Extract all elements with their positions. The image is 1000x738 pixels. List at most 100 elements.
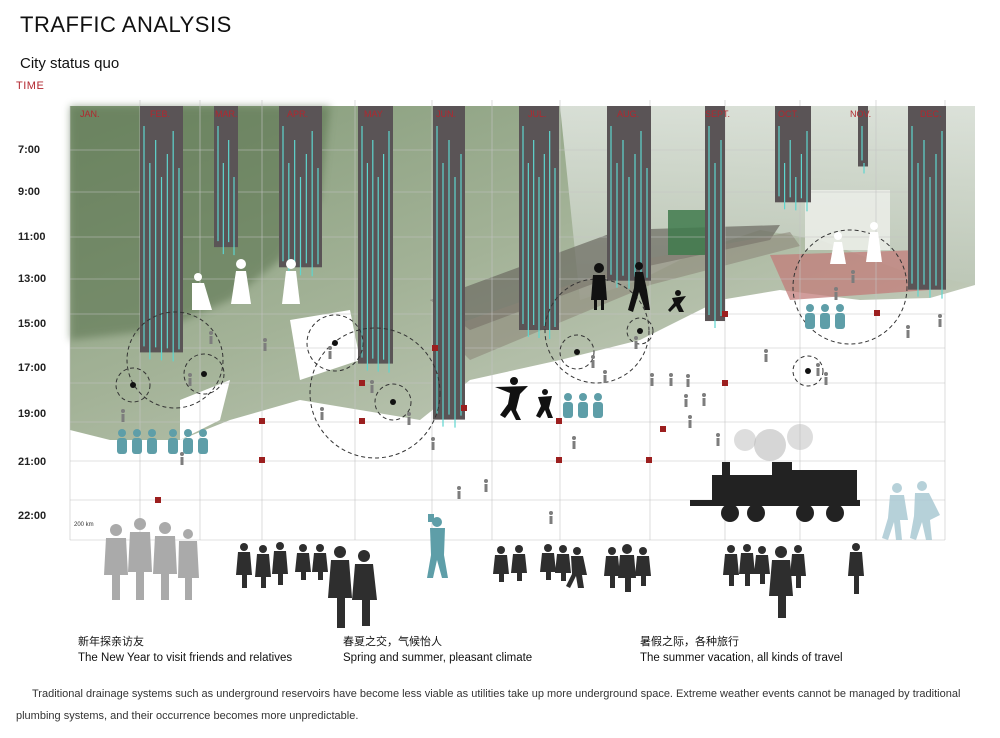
month-label: SEPT. [705,109,730,119]
caption-cn: 新年探亲访友 [78,635,144,648]
person-icon [820,304,830,329]
walker-icon [906,325,910,338]
hour-label: 21:00 [18,456,47,468]
person-silhouette-icon [104,524,128,600]
person-silhouette-icon [628,262,650,312]
month-label: MAY [364,109,383,119]
walker-icon [121,409,125,422]
person-silhouette-icon [866,222,882,262]
bar-oct [775,106,811,203]
person-icon [117,429,127,454]
person-silhouette-icon [231,259,251,304]
person-silhouette-icon [536,389,553,418]
person-icon [183,429,193,454]
walker-icon [634,336,638,349]
month-bars [140,106,946,428]
person-silhouette-icon [282,259,300,304]
walker-icon [370,380,374,393]
person-icon [168,429,178,454]
activity-circles [115,229,908,459]
crowd-grey-left [104,518,199,600]
walker-icon [591,355,595,368]
caption-en: The New Year to visit friends and relati… [78,652,293,664]
person-silhouette-icon [604,547,620,588]
month-label: JUN. [436,109,456,119]
walker-icon [688,415,692,428]
person-icon [132,429,142,454]
time-axis-label: TIME [16,80,45,92]
page-title: TRAFFIC ANALYSIS [20,12,232,37]
person-silhouette-icon [882,483,908,540]
walker-icon [851,270,855,283]
walker-icon [702,393,706,406]
bar-dec [908,106,946,290]
walker-icon [209,331,213,344]
walker-icon [669,373,673,386]
month-label: FEB. [150,109,170,119]
walker-icon [603,370,607,383]
person-silhouette-icon [427,514,448,578]
hour-label: 11:00 [18,231,46,243]
scale-bar: 200 km [74,522,94,528]
bar-may [358,106,393,364]
walker-icon [816,363,820,376]
hour-label: 13:00 [18,273,47,285]
walker-icon [572,436,576,449]
person-silhouette-icon [493,546,509,582]
walker-icon [328,346,332,359]
person-silhouette-icon [635,547,651,586]
person-silhouette-icon [848,543,864,594]
event-markers [155,310,880,503]
person-silhouette-icon [236,543,252,588]
walker-icon [188,373,192,386]
person-icon [198,429,208,454]
person-silhouette-icon [830,232,846,264]
hour-label: 17:00 [18,362,47,374]
teal-walkers-right [882,481,940,540]
person-silhouette-icon [128,518,152,600]
walker-icon [716,433,720,446]
walker-figures [121,270,942,524]
person-silhouette-icon [591,263,607,310]
person-silhouette-icon [295,544,311,580]
traffic-chart: JAN. FEB. MAR. APR. MAY JUN. JUL. AUG. S… [69,100,975,628]
person-icon [835,304,845,329]
crowd-dark-bottom [236,542,864,628]
walker-icon [407,412,411,425]
person-silhouette-icon [555,545,571,581]
walker-icon [684,394,688,407]
person-silhouette-icon [723,545,739,586]
teal-photographer [427,514,448,578]
walker-icon [457,486,461,499]
page-subtitle: City status quo [20,55,120,72]
hour-label: 19:00 [18,408,47,420]
walker-icon [650,373,654,386]
person-silhouette-icon [790,545,806,588]
person-silhouette-icon [511,545,527,581]
person-icon [147,429,157,454]
person-silhouette-icon [255,545,271,588]
walker-icon [431,437,435,450]
walker-icon [834,287,838,300]
footer-paragraph: Traditional drainage systems such as und… [16,688,961,722]
hour-label: 7:00 [18,144,41,156]
person-icon [563,393,573,418]
walker-icon [180,452,184,465]
hour-label: 22:00 [18,510,47,522]
activity-dots [130,328,811,405]
walker-icon [764,349,768,362]
person-silhouette-icon [618,544,636,592]
person-silhouette-icon [192,273,212,310]
walker-icon [320,407,324,420]
locomotive-sketch [690,424,860,522]
walker-icon [484,479,488,492]
person-silhouette-icon [352,550,377,626]
person-icon [593,393,603,418]
white-silhouettes [192,222,882,310]
walker-icon [938,314,942,327]
hour-label: 15:00 [18,318,47,330]
person-silhouette-icon [328,546,352,628]
walker-icon [824,372,828,385]
person-icon [805,304,815,329]
month-label: JUL. [528,109,547,119]
